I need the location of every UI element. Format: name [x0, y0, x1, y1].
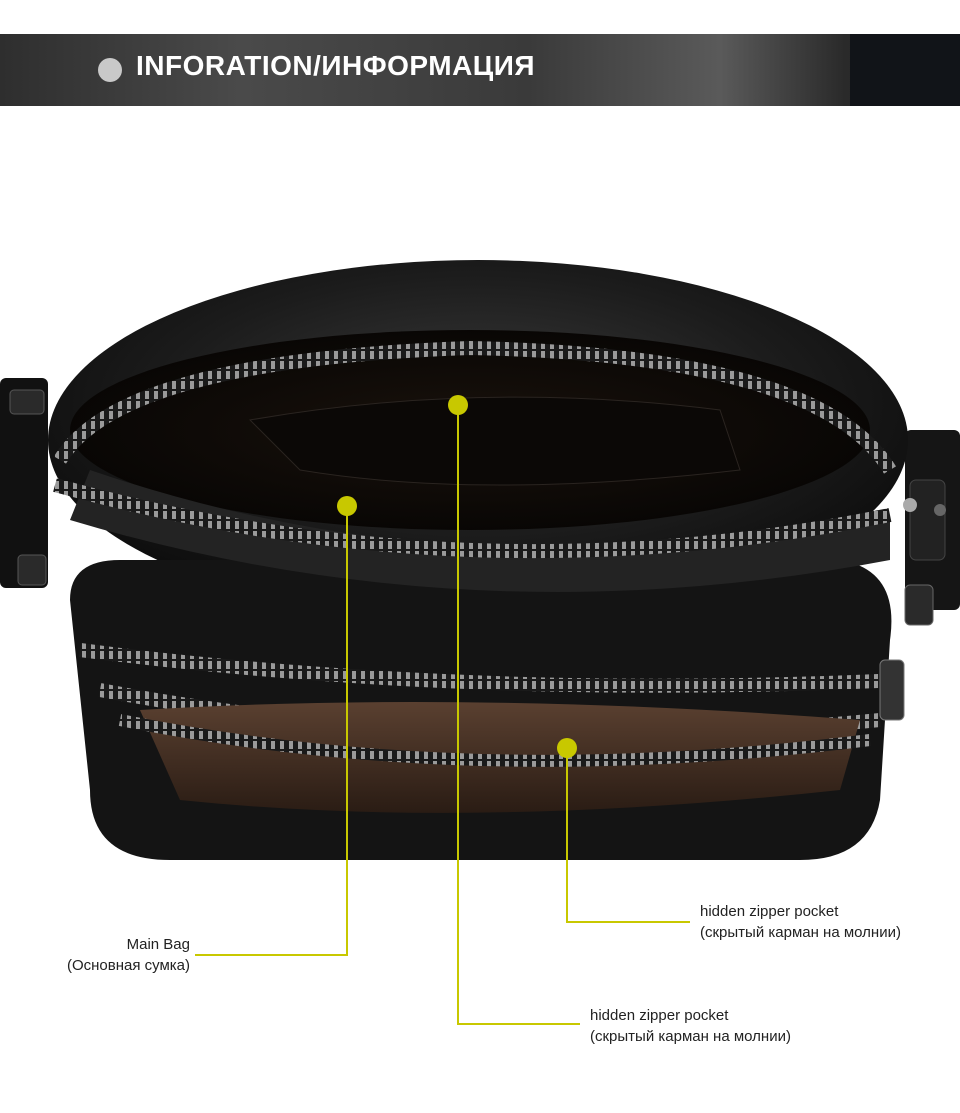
- callout-label-pocket-front: hidden zipper pocket (скрытый карман на …: [700, 901, 901, 943]
- callout-label-main-bag: Main Bag (Основная сумка): [50, 934, 190, 976]
- left-strap: [0, 378, 48, 588]
- callout-line-main-bag: [195, 506, 348, 956]
- right-strap: [903, 430, 960, 626]
- bag-body: [48, 260, 908, 860]
- callout-lines: [195, 405, 690, 1025]
- callout-label-line2: (скрытый карман на молнии): [700, 924, 901, 941]
- callout-label-line1: hidden zipper pocket: [590, 1007, 729, 1024]
- marker-dot-pocket-inner: [448, 395, 468, 415]
- callout-label-line1: Main Bag: [126, 936, 190, 953]
- title-bullet-icon: [98, 58, 122, 82]
- callout-line-pocket-front: [566, 748, 690, 923]
- page-title: INFORATION/ИНФОРМАЦИЯ: [136, 50, 535, 81]
- marker-dot-main-bag: [337, 496, 357, 516]
- callout-label-line2: (скрытый карман на молнии): [590, 1028, 791, 1045]
- marker-dot-pocket-front: [557, 738, 577, 758]
- header-banner: INFORATION/ИНФОРМАЦИЯ: [0, 34, 960, 106]
- callout-line-pocket-inner: [457, 405, 580, 1025]
- callout-label-line1: hidden zipper pocket: [700, 903, 839, 920]
- callout-label-line2: (Основная сумка): [66, 957, 190, 974]
- callout-label-pocket-inner: hidden zipper pocket (скрытый карман на …: [590, 1005, 791, 1047]
